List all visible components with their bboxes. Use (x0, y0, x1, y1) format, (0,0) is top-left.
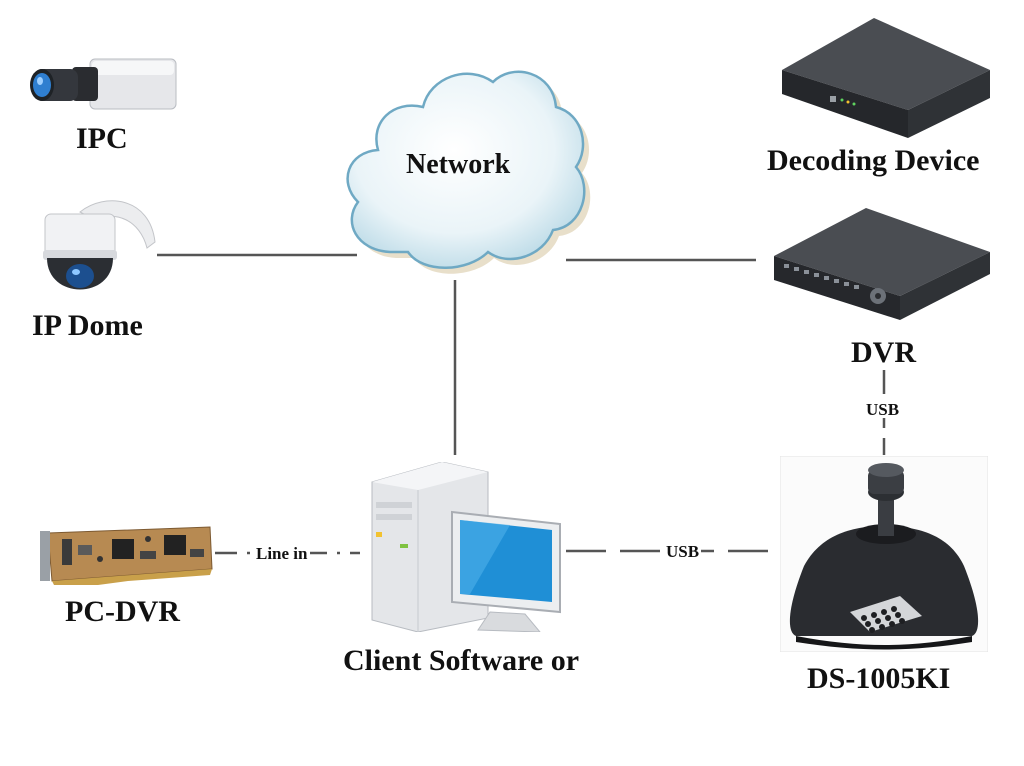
client-software-label: Client Software or (343, 644, 580, 677)
dvr-icon (774, 208, 990, 320)
pc-monitor-icon (371, 462, 561, 632)
ipc-label: IPC (76, 122, 128, 155)
capture-card-icon (40, 526, 213, 585)
keyboard-label: DS-1005KI (807, 662, 951, 695)
cloud-icon (346, 70, 591, 274)
network-label: Network (406, 149, 511, 180)
box-camera-icon (30, 58, 177, 110)
joystick-keyboard-icon (780, 456, 988, 652)
ip-dome-label: IP Dome (32, 309, 143, 342)
decoder-icon (782, 18, 990, 138)
decoding-device-label: Decoding Device (767, 144, 980, 177)
pc-dvr-label: PC-DVR (65, 595, 180, 628)
dvr-label: DVR (851, 336, 916, 369)
dome-camera-icon (43, 200, 156, 290)
line-in-label: Line in (254, 544, 310, 563)
usb-label-client-keyboard: USB (664, 542, 702, 561)
usb-label-dvr-keyboard: USB (864, 400, 902, 419)
